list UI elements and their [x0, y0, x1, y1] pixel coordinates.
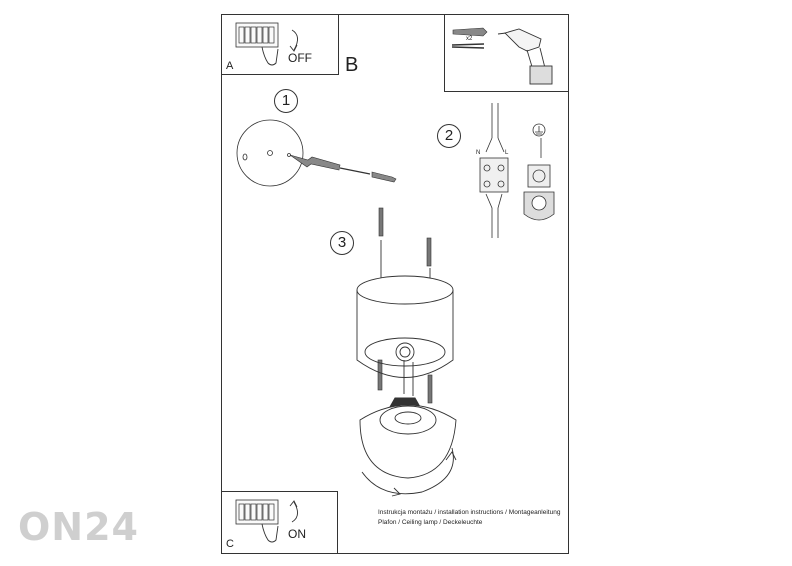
panel-a-power-off [221, 14, 339, 75]
fuse-box-icon [235, 499, 298, 543]
power-on-label: ON [288, 527, 306, 541]
caption-instructions: Instrukcja montażu / installation instru… [378, 509, 561, 516]
drill-icon [497, 28, 553, 85]
terminal-block-icon [479, 103, 509, 238]
step-1-number: 1 [274, 89, 298, 113]
panel-b-label: B [345, 54, 359, 76]
screw-icon [377, 207, 433, 404]
panel-c-label: C [226, 538, 234, 550]
caption-product: Plafon / Ceiling lamp / Deckeleuchte [378, 519, 483, 526]
live-label: L [505, 150, 509, 156]
anchor-quantity-label: x2 [466, 36, 473, 42]
panel-tools [444, 14, 569, 92]
wall-anchor-icon [451, 27, 488, 49]
step-2-number: 2 [437, 124, 461, 148]
instruction-sheet-frame [221, 14, 569, 554]
step-3-number: 3 [330, 231, 354, 255]
panel-c-power-on [221, 491, 338, 554]
watermark-logo: ON24 [18, 505, 139, 549]
neutral-label: N [476, 150, 481, 156]
power-off-label: OFF [288, 51, 312, 65]
mounting-plate-icon [236, 119, 304, 187]
anchor-screw-icon [289, 154, 397, 183]
fuse-box-icon [235, 22, 298, 66]
ground-clamp-icon [523, 123, 555, 221]
ceiling-lamp-icon [356, 240, 457, 497]
panel-a-label: A [226, 60, 234, 72]
